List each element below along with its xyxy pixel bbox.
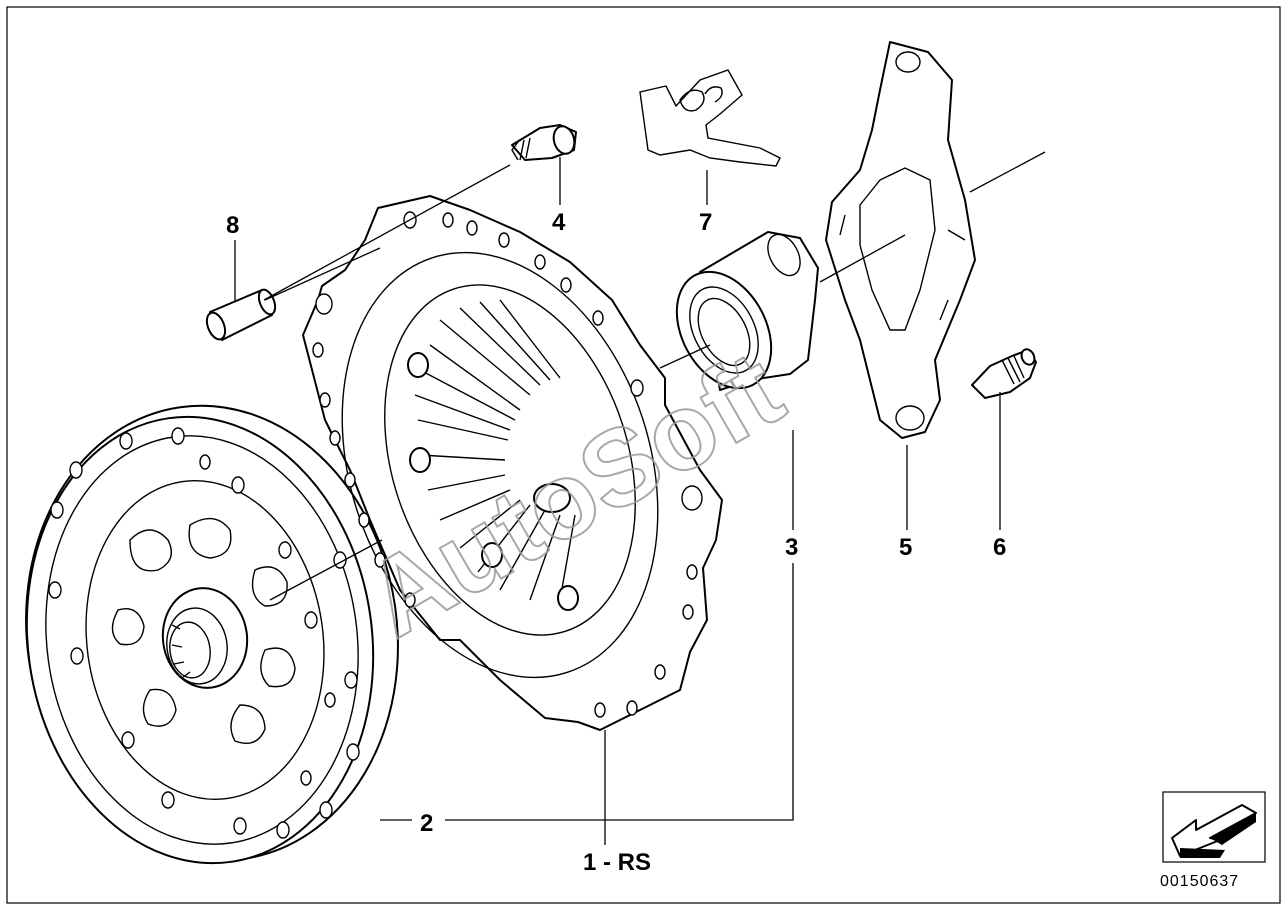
label-part-4: 4: [552, 209, 566, 236]
guide-pin: [971, 348, 1037, 399]
label-part-5: 5: [899, 534, 912, 561]
release-fork: [825, 41, 976, 439]
diagram-frame: [6, 6, 1281, 904]
disc-hub: [161, 587, 249, 689]
label-part-1-rs: 1 - RS: [583, 849, 651, 876]
disc-rivets: [48, 427, 360, 839]
diaphragm-fingers: [407, 299, 579, 611]
bolt: [511, 124, 577, 161]
arrow-pointer-icon: [1162, 791, 1266, 863]
label-part-7: 7: [699, 209, 712, 236]
disc-damper-springs: [111, 517, 296, 744]
dowel-sleeve: [205, 288, 277, 341]
diagram-number: 00150637: [1160, 873, 1239, 890]
clutch-disc: [25, 404, 399, 865]
label-part-2: 2: [420, 810, 433, 837]
release-bearing: [675, 231, 819, 391]
leader-lines: [234, 151, 1046, 845]
label-part-6: 6: [993, 534, 1006, 561]
label-part-8: 8: [226, 212, 239, 239]
pressure-plate: [302, 195, 723, 731]
pressure-plate-holes: [312, 211, 703, 718]
label-part-3: 3: [785, 534, 798, 561]
spring-clip: [639, 69, 781, 167]
